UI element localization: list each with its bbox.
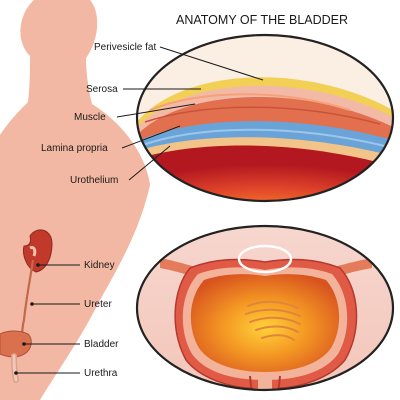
diagram-title: ANATOMY OF THE BLADDER — [176, 13, 348, 27]
leader-dots — [14, 263, 40, 375]
label-lamina-propria: Lamina propria — [41, 143, 108, 154]
mucosal-folds — [245, 300, 301, 341]
label-bladder: Bladder — [84, 339, 119, 350]
urinary-organs — [0, 229, 53, 383]
label-urothelium: Urothelium — [70, 175, 118, 186]
leader-lines — [16, 46, 264, 374]
wall-layers-panel — [137, 35, 393, 201]
zoom-highlight-circle — [237, 244, 293, 274]
label-ureter: Ureter — [84, 299, 112, 310]
label-serosa: Serosa — [86, 84, 118, 95]
label-perivesicle-fat: Perivesicle fat — [94, 42, 156, 53]
kidney-shape — [23, 229, 53, 273]
bladder-cavity — [190, 274, 340, 372]
wall-layers-outline — [135, 33, 395, 203]
bladder-section-outline — [135, 224, 395, 392]
bladder-section-panel — [137, 226, 393, 390]
label-muscle: Muscle — [74, 112, 106, 123]
label-kidney: Kidney — [84, 260, 115, 271]
body-silhouette — [0, 0, 150, 400]
label-urethra: Urethra — [84, 368, 118, 379]
kidney-pelvis — [29, 246, 37, 257]
bladder-shape — [0, 330, 32, 358]
